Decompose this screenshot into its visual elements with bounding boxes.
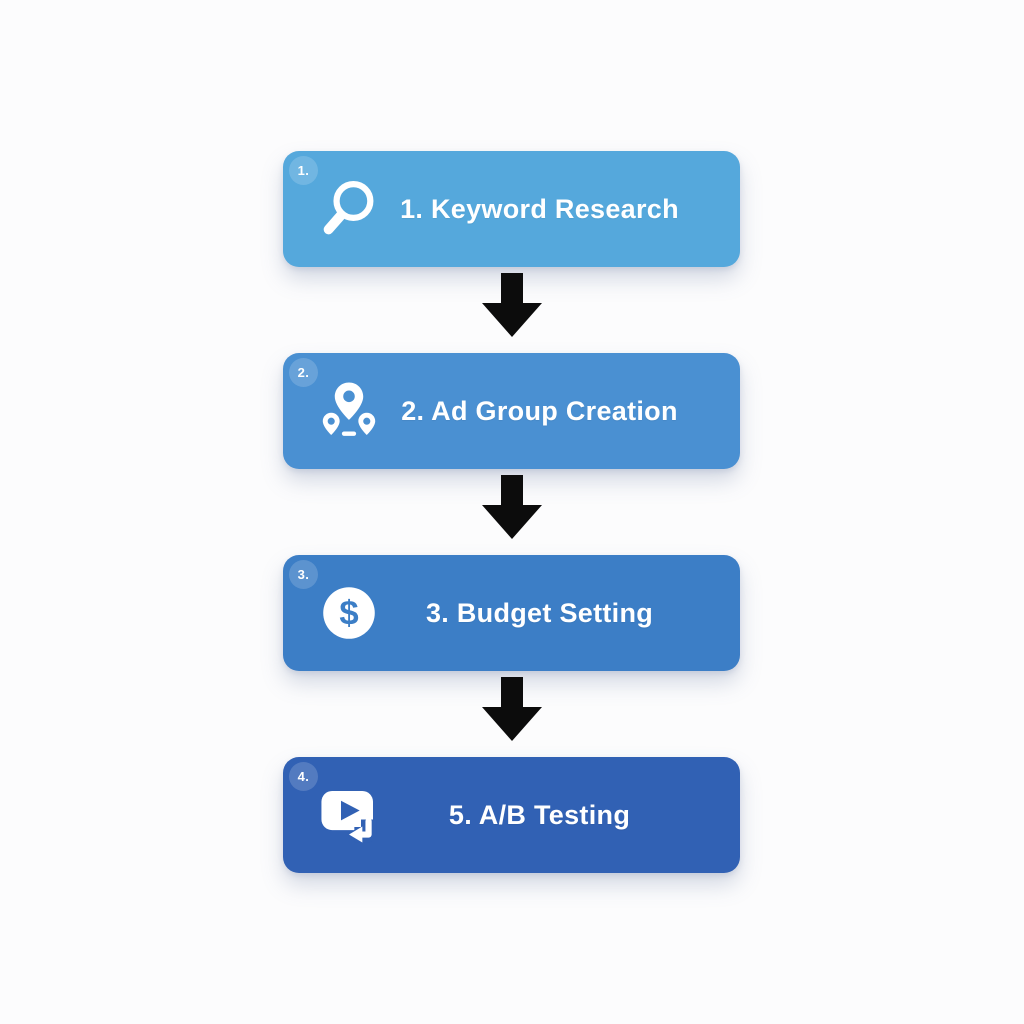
step-budget-setting: 3. $ 3. Budget Setting — [283, 555, 740, 671]
search-icon — [317, 177, 381, 241]
step-title: 1. Keyword Research — [400, 193, 679, 224]
flow-arrow-3 — [283, 671, 740, 757]
step-title: 3. Budget Setting — [425, 597, 654, 628]
map-pins-icon — [317, 379, 381, 443]
step-title: 2. Ad Group Creation — [401, 395, 678, 426]
step-number-badge: 4. — [289, 762, 318, 791]
step-number-badge: 1. — [289, 156, 318, 185]
down-arrow-icon — [481, 475, 542, 539]
dollar-icon: $ — [317, 581, 381, 645]
step-ad-group-creation: 2. 2. Ad Group Creation — [283, 353, 740, 469]
process-flowchart: 1. 1. Keyword Research 2. 2. Ad Group Cr… — [283, 151, 740, 873]
down-arrow-icon — [481, 273, 542, 337]
step-number-badge: 3. — [289, 560, 318, 589]
down-arrow-icon — [481, 677, 542, 741]
step-ab-testing: 4. 5. A/B Testing — [283, 757, 740, 873]
step-title: 5. A/B Testing — [448, 799, 631, 830]
step-number-badge: 2. — [289, 358, 318, 387]
flow-arrow-2 — [283, 469, 740, 555]
video-replay-icon — [317, 783, 381, 847]
flow-arrow-1 — [283, 267, 740, 353]
svg-text:$: $ — [339, 595, 358, 633]
step-keyword-research: 1. 1. Keyword Research — [283, 151, 740, 267]
